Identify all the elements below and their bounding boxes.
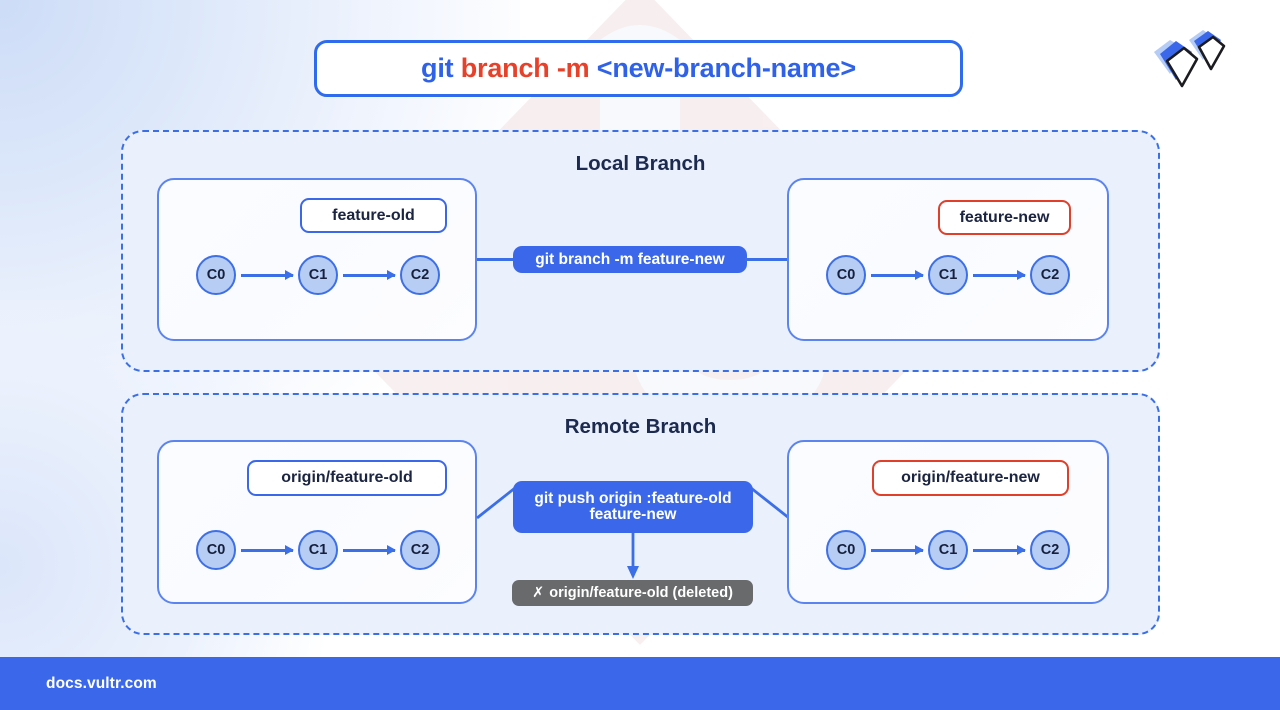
commit-graph-local-new: C0 C1 C2 xyxy=(826,255,1070,295)
commit-edge xyxy=(241,270,294,279)
commit-edge xyxy=(241,545,294,554)
command-pill-local: git branch -m feature-new xyxy=(513,246,747,273)
commit-graph-local-old: C0 C1 C2 xyxy=(196,255,440,295)
connector-local-left xyxy=(477,258,515,261)
connector-local-right xyxy=(745,258,789,261)
commit-node: C0 xyxy=(826,530,866,570)
footer-site-label: docs.vultr.com xyxy=(46,674,157,692)
commit-node: C2 xyxy=(400,530,440,570)
commit-node: C0 xyxy=(196,530,236,570)
footer-bar: docs.vultr.com xyxy=(0,657,1280,710)
commit-edge xyxy=(343,270,396,279)
section-title-local: Local Branch xyxy=(575,152,706,175)
commit-edge xyxy=(871,270,924,279)
command-title-box: git branch -m <new-branch-name> xyxy=(314,40,963,97)
status-badge-label: origin/feature-old (deleted) xyxy=(549,585,733,601)
command-pill-remote: git push origin :feature-old feature-new xyxy=(513,481,753,533)
commit-edge xyxy=(973,270,1026,279)
commit-node: C2 xyxy=(400,255,440,295)
title-segment-blue-2: <new-branch-name> xyxy=(589,53,856,83)
commit-node: C2 xyxy=(1030,530,1070,570)
commit-edge xyxy=(973,545,1026,554)
vultr-logo xyxy=(1154,30,1226,88)
commit-graph-remote-old: C0 C1 C2 xyxy=(196,530,440,570)
commit-edge xyxy=(343,545,396,554)
cross-icon: ✗ xyxy=(532,585,545,601)
branch-chip-feature-old: feature-old xyxy=(300,198,447,233)
commit-node: C1 xyxy=(928,255,968,295)
branch-chip-feature-new: feature-new xyxy=(938,200,1071,235)
section-title-remote: Remote Branch xyxy=(564,415,717,438)
commit-node: C1 xyxy=(298,255,338,295)
commit-node: C0 xyxy=(826,255,866,295)
title-segment-blue-1: git xyxy=(421,53,461,83)
commit-node: C1 xyxy=(298,530,338,570)
commit-graph-remote-new: C0 C1 C2 xyxy=(826,530,1070,570)
page-title: git branch -m <new-branch-name> xyxy=(421,53,856,84)
commit-node: C1 xyxy=(928,530,968,570)
commit-node: C0 xyxy=(196,255,236,295)
title-segment-red: branch -m xyxy=(460,53,590,83)
branch-chip-origin-feature-new: origin/feature-new xyxy=(872,460,1069,496)
commit-node: C2 xyxy=(1030,255,1070,295)
command-pill-remote-line2: feature-new xyxy=(589,506,677,523)
command-pill-remote-line1: git push origin :feature-old xyxy=(534,490,732,508)
status-badge-deleted: ✗ origin/feature-old (deleted) xyxy=(512,580,753,606)
commit-edge xyxy=(871,545,924,554)
branch-chip-origin-feature-old: origin/feature-old xyxy=(247,460,447,496)
